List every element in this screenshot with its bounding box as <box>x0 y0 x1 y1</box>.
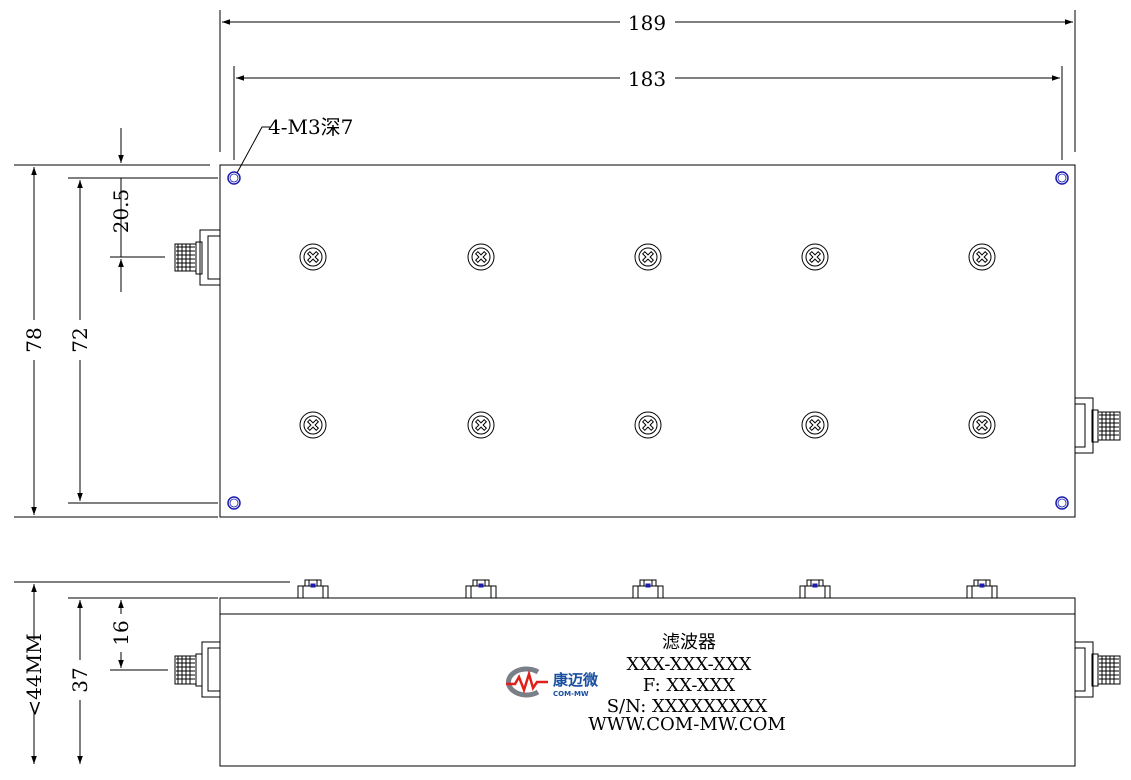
mounting-hole <box>227 171 241 185</box>
input-connector-side <box>174 641 221 698</box>
tuning-nuts-side <box>297 579 998 599</box>
label-product: 滤波器 <box>662 632 716 653</box>
tuning-screw <box>634 243 662 271</box>
dim-connector-height: 16 <box>109 620 133 645</box>
tuning-screw <box>968 243 996 271</box>
dim-height-max: <44MM <box>22 633 46 716</box>
mounting-hole <box>227 496 241 510</box>
dim-connector-offset: 20.5 <box>109 189 133 234</box>
tuning-screw <box>968 411 996 439</box>
tuning-nut <box>799 579 831 599</box>
tuning-nut <box>966 579 998 599</box>
label-frequency: F: XX-XXX <box>643 675 736 696</box>
input-connector-top <box>174 229 221 286</box>
label-serial: S/N: XXXXXXXXX <box>607 696 768 717</box>
output-connector-side <box>1074 641 1121 698</box>
product-label: 滤波器 XXX-XXX-XXX F: XX-XXX S/N: XXXXXXXXX… <box>588 632 786 735</box>
tuning-nut <box>632 579 664 599</box>
logo-sub: COM-MW <box>553 690 589 698</box>
tuning-screw <box>299 243 327 271</box>
tuning-nut <box>297 579 329 599</box>
logo-wave <box>506 669 548 694</box>
tuning-screw <box>801 411 829 439</box>
tuning-nut <box>465 579 497 599</box>
logo-name: 康迈微 <box>553 671 599 689</box>
label-model: XXX-XXX-XXX <box>627 654 752 675</box>
tuning-screw <box>299 411 327 439</box>
dim-hole-spacing-width: 72 <box>68 327 92 352</box>
company-logo: 康迈微 COM-MW <box>506 666 599 698</box>
output-connector-top <box>1074 397 1121 454</box>
dim-body-height: 37 <box>68 667 92 692</box>
tuning-screws <box>299 243 996 439</box>
side-view <box>14 579 1121 767</box>
dim-overall-width: 78 <box>22 327 46 352</box>
tuning-screw <box>467 411 495 439</box>
mounting-holes <box>227 171 1069 510</box>
dim-overall-length: 189 <box>628 11 666 35</box>
top-view <box>14 10 1121 518</box>
tuning-screw <box>634 411 662 439</box>
label-website: WWW.COM-MW.COM <box>588 714 786 735</box>
logo-ring <box>506 666 540 698</box>
dim-hole-spacing-length: 183 <box>628 67 666 91</box>
tuning-screw <box>801 243 829 271</box>
mounting-hole <box>1055 496 1069 510</box>
mounting-hole <box>1055 171 1069 185</box>
mounting-holes-callout: 4-M3深7 <box>268 115 353 139</box>
tuning-screw <box>467 243 495 271</box>
top-view-body <box>219 164 1076 518</box>
